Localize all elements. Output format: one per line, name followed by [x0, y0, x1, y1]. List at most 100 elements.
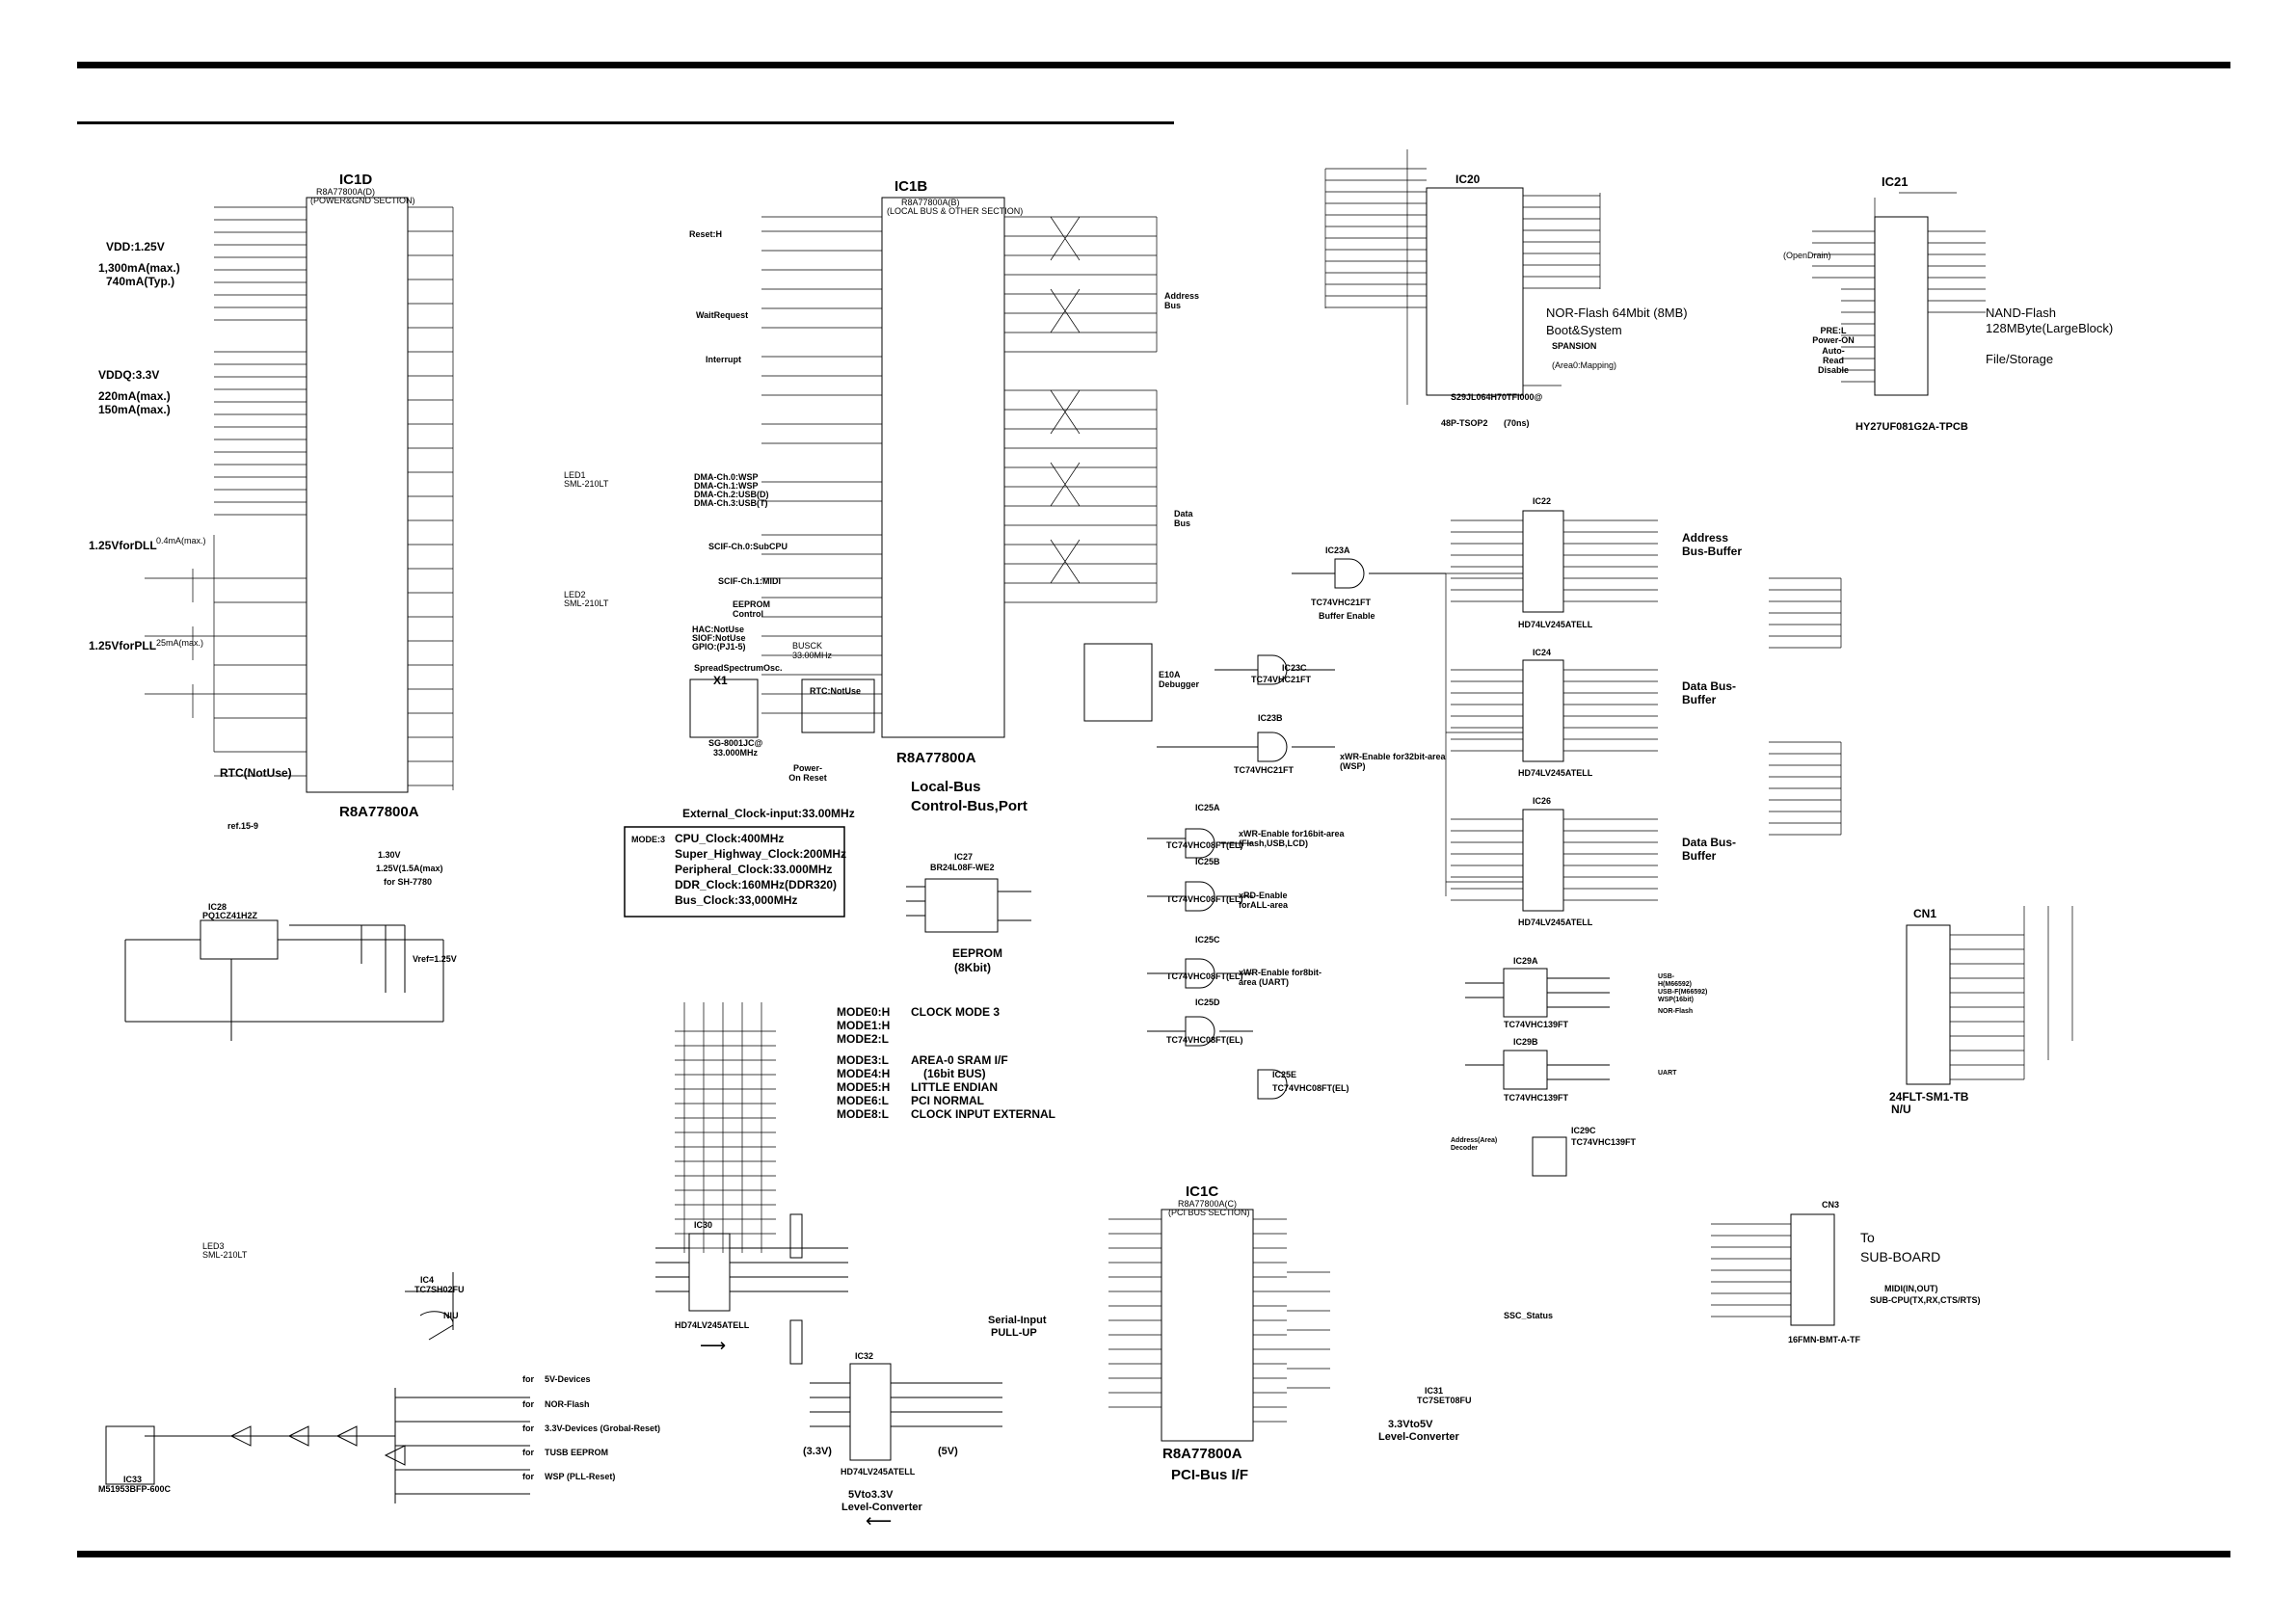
led3-ref: LED3: [202, 1241, 225, 1251]
ic30-arrow-icon: ⟶: [700, 1336, 727, 1356]
ic21-ref: IC21: [1882, 174, 1909, 189]
mode-name-0: MODE0:H: [837, 1005, 891, 1019]
osc-freq: 33.000MHz: [713, 748, 759, 758]
v33-label: (3.3V): [803, 1446, 832, 1457]
ic20-speed: (70ns): [1504, 418, 1530, 428]
ic24-label: Data Bus-Buffer: [1682, 679, 1737, 706]
ic25a-part: TC74VHC08FT(EL): [1166, 840, 1243, 850]
ic28-part: PQ1CZ41H2Z: [202, 911, 258, 920]
osc-label: SpreadSpectrumOsc.: [694, 663, 783, 673]
bottom-border-rule: [77, 1551, 2230, 1557]
clock-line-4: Bus_Clock:33,000MHz: [675, 893, 798, 907]
ic21-opendrain: (OpenDrain): [1783, 251, 1831, 260]
ic25b-part: TC74VHC08FT(EL): [1166, 894, 1243, 904]
osc-ref: X1: [713, 674, 728, 687]
serial-title2: PULL-UP: [991, 1327, 1037, 1339]
ic4-note: NIU: [443, 1311, 459, 1320]
ic29c-part: TC74VHC139FT: [1571, 1137, 1637, 1147]
dll-title: 1.25VforDLL: [89, 539, 157, 552]
clock-line-3: DDR_Clock:160MHz(DDR320): [675, 878, 838, 891]
ic32-ref: IC32: [855, 1351, 874, 1361]
ic23b-label: xWR-Enable for32bit-area (WSP): [1340, 752, 1446, 772]
ic21-desc3: File/Storage: [1986, 352, 2054, 366]
ic21-desc1: NAND-Flash: [1986, 306, 2056, 320]
ic32-arrow-icon: ⟵: [866, 1511, 893, 1531]
ic20-package: 48P-TSOP2: [1441, 418, 1488, 428]
mode-desc-0: CLOCK MODE 3: [911, 1005, 1001, 1019]
ic20-maker: SPANSION: [1552, 341, 1597, 351]
ic29a-part: TC74VHC139FT: [1504, 1020, 1569, 1029]
cn3-part: 16FMN-BMT-A-TF: [1788, 1335, 1860, 1344]
v5-label: (5V): [938, 1446, 958, 1457]
clock-line-0: CPU_Clock:400MHz: [675, 832, 785, 845]
ic29b-label: UART: [1658, 1070, 1677, 1077]
vddq-title: VDDQ:3.3V: [98, 368, 160, 382]
vdd-title: VDD:1.25V: [106, 240, 165, 253]
reset-what-2: 3.3V-Devices (Grobal-Reset): [545, 1423, 661, 1433]
reset-what-3: TUSB EEPROM: [545, 1448, 609, 1457]
led1-ref: LED1: [564, 470, 586, 480]
ic29b-ref: IC29B: [1513, 1037, 1538, 1047]
ic25c-ref: IC25C: [1195, 935, 1220, 945]
ic33-part: M51953BFP-600C: [98, 1484, 172, 1494]
busclk-label: BUSCK 33.00MHz: [792, 641, 833, 661]
clock-note-mode: MODE:3: [631, 835, 666, 844]
ic29a-ref: IC29A: [1513, 956, 1538, 966]
ic23c-ref: IC23C: [1282, 663, 1307, 673]
mode-name-7: MODE8:L: [837, 1107, 889, 1121]
ic23a-label: Buffer Enable: [1319, 611, 1375, 621]
ic25e-part: TC74VHC08FT(EL): [1272, 1083, 1349, 1093]
reset-for-0: for: [522, 1374, 534, 1384]
top-border-rule: [77, 62, 2230, 68]
pll-title: 1.25VforPLL: [89, 639, 157, 652]
led1-part: SML-210LT: [564, 479, 609, 489]
cn1-ref: CN1: [1913, 907, 1937, 920]
ic27-ref: IC27: [954, 852, 974, 862]
clock-note-title: External_Clock-input:33.00MHz: [682, 807, 855, 820]
wait-label: WaitRequest: [696, 310, 749, 320]
mode-desc-6: PCI NORMAL: [911, 1094, 984, 1107]
ic26-label: Data Bus-Buffer: [1682, 836, 1737, 863]
ic1b-section: (LOCAL BUS & OTHER SECTION): [887, 206, 1024, 216]
ic1b-ref: IC1B: [894, 178, 928, 195]
ic1b-pin-label: R8A77800A(B): [901, 198, 960, 207]
ic30-part: HD74LV245ATELL: [675, 1320, 750, 1330]
hac-label-1: SIOF:NotUse: [692, 633, 746, 643]
led3-part: SML-210LT: [202, 1250, 248, 1260]
ic1c-pin-label: R8A77800A(C): [1178, 1199, 1238, 1209]
ic23c-part: TC74VHC21FT: [1251, 675, 1312, 684]
ic24-part: HD74LV245ATELL: [1518, 768, 1593, 778]
led2-ref: LED2: [564, 590, 586, 599]
rtc-note: RTC(NotUse): [220, 766, 292, 780]
mode-name-1: MODE1:H: [837, 1019, 891, 1032]
reset-label: Reset:H: [689, 229, 723, 239]
ic1d-pin-label: R8A77800A(D): [316, 187, 376, 197]
mode-name-6: MODE6:L: [837, 1094, 889, 1107]
clock-line-2: Peripheral_Clock:33.000MHz: [675, 863, 833, 876]
e10a-label: E10A Debugger: [1159, 670, 1200, 690]
interrupt-label: Interrupt: [706, 355, 741, 364]
ic25c-part: TC74VHC08FT(EL): [1166, 971, 1243, 981]
ic23b-part: TC74VHC21FT: [1234, 765, 1295, 775]
ic25e-ref: IC25E: [1272, 1070, 1297, 1079]
mode-name-3: MODE3:L: [837, 1053, 889, 1067]
mode-desc-4: (16bit BUS): [923, 1067, 986, 1080]
mode-desc-5: LITTLE ENDIAN: [911, 1080, 998, 1094]
vdd-current-max: 1,300mA(max.): [98, 261, 180, 275]
cn3-to2: SUB-BOARD: [1860, 1249, 1941, 1264]
ic24-ref: IC24: [1533, 648, 1552, 657]
ic25a-label: xWR-Enable for16bit-area (Flash,USB,LCD): [1239, 829, 1345, 849]
ic25b-ref: IC25B: [1195, 857, 1220, 866]
dll-current: 0.4mA(max.): [156, 536, 206, 545]
ic23a-part: TC74VHC21FT: [1311, 598, 1372, 607]
ic28-vout-note: 1.25V(1.5A(max): [376, 864, 443, 873]
ic1c-title: PCI-Bus I/F: [1171, 1467, 1249, 1483]
ic22-ref: IC22: [1533, 496, 1552, 506]
reset-for-3: for: [522, 1448, 534, 1457]
serial-title1: Serial-Input: [988, 1315, 1047, 1326]
ic32-conv1: 5Vto3.3V: [848, 1489, 894, 1501]
ic31-ref: IC31: [1425, 1386, 1444, 1396]
ic1c-section: (PCI BUS SECTION): [1168, 1208, 1250, 1217]
address-bus-label: Address Bus: [1164, 291, 1200, 311]
